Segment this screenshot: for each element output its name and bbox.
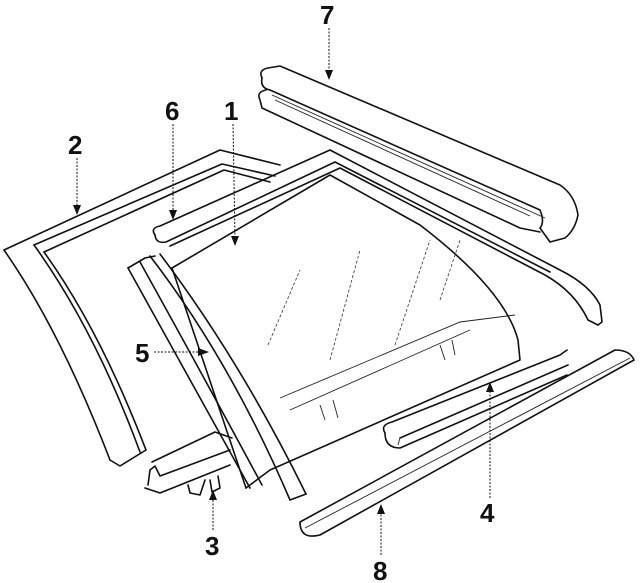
callout-2: 2 [68,130,82,215]
callout-3: 3 [205,490,219,561]
svg-text:5: 5 [135,338,149,368]
svg-text:4: 4 [480,498,495,528]
part-4-belt-weatherstrip [382,349,569,449]
svg-text:3: 3 [205,531,219,561]
callout-1: 1 [224,96,239,246]
svg-text:8: 8 [373,556,387,583]
svg-text:1: 1 [224,96,238,126]
part-6-upper-glass-run [152,149,603,326]
part-8-belt-moulding [299,349,635,537]
svg-text:6: 6 [165,96,179,126]
part-5-division-channel [127,253,307,501]
svg-text:7: 7 [320,0,334,30]
callout-5: 5 [135,338,209,368]
part-3-channel-bracket [144,431,233,496]
callout-4: 4 [480,382,495,528]
callout-7: 7 [320,0,334,80]
callout-6: 6 [165,96,179,220]
svg-text:2: 2 [68,130,82,160]
part-2-frame-weatherstrip [3,149,281,467]
part-7-upper-moulding [258,65,579,243]
callout-8: 8 [373,504,387,583]
